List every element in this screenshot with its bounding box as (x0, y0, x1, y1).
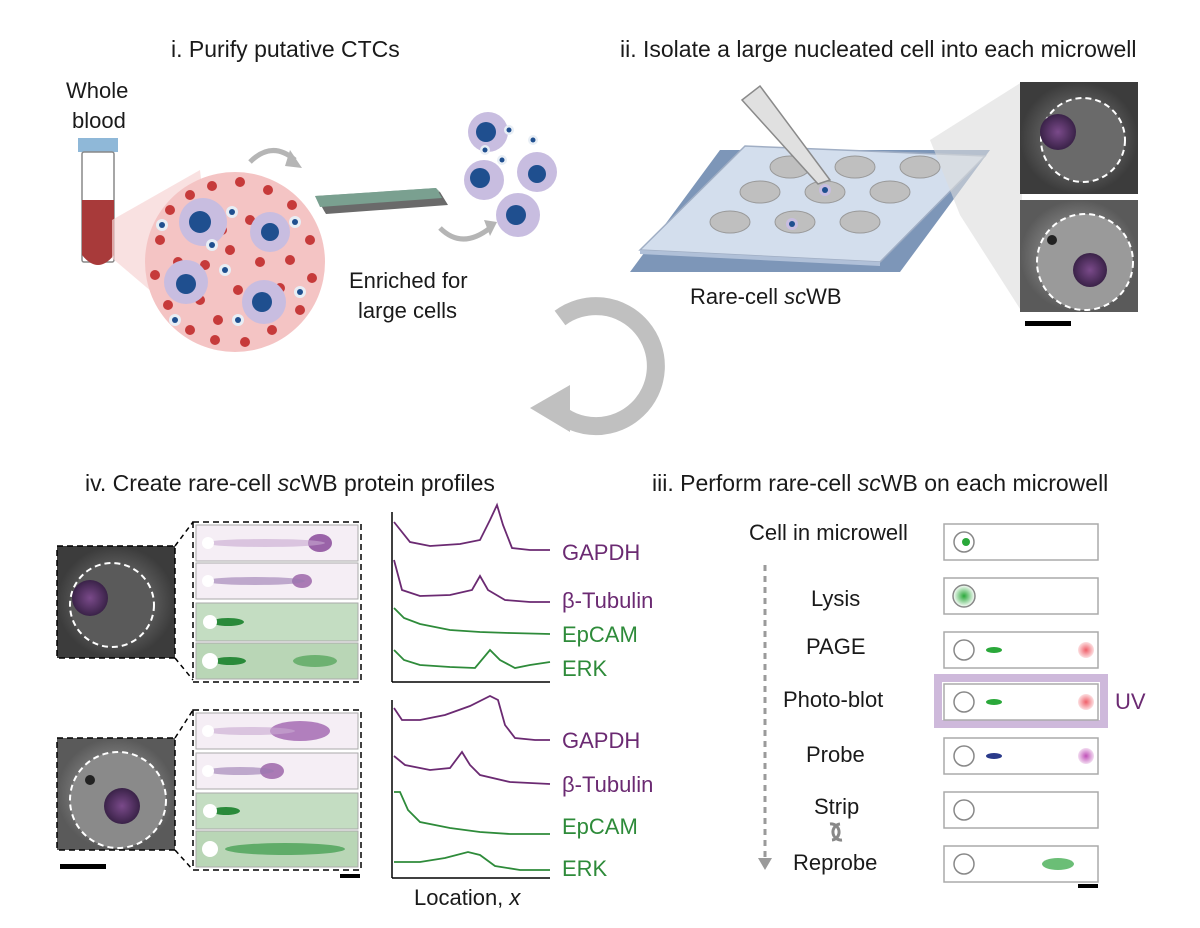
uv-label: UV (1115, 689, 1146, 714)
reprobe-loop-icon (829, 822, 841, 842)
protein-label-bottom-3: EpCAM (562, 814, 638, 839)
scale-bar (1025, 321, 1071, 326)
protein-label-top-4: ERK (562, 656, 608, 681)
blood-sample-circle (145, 172, 325, 352)
protein-label-bottom-1: GAPDH (562, 728, 641, 753)
enriched-cells-cluster (464, 112, 557, 237)
whole-blood-label-1: Whole (66, 78, 129, 103)
protein-label-bottom-4: ERK (562, 856, 608, 881)
panel-iv (56, 502, 551, 879)
panel-iii-title: iii. Perform rare-cell scWB on each micr… (652, 470, 1109, 496)
enriched-label-2: large cells (358, 298, 458, 323)
microwell-array (709, 155, 941, 234)
protein-label-top-1: GAPDH (562, 540, 641, 565)
panel-ii-title: ii. Isolate a large nucleated cell into … (620, 36, 1137, 62)
curved-arrow-icon-2 (438, 225, 492, 242)
step-cell-in-microwell: Cell in microwell (749, 520, 908, 545)
whole-blood-label-2: blood (72, 108, 126, 133)
step-strip: Strip (814, 794, 860, 819)
protein-label-bottom-2: β-Tubulin (562, 772, 654, 797)
panel-i-title: i. Purify putative CTCs (171, 36, 400, 62)
step-lysis: Lysis (811, 586, 861, 611)
cycle-arrow-icon (530, 297, 665, 436)
step-page: PAGE (806, 634, 866, 659)
step-probe: Probe (806, 742, 865, 767)
pipette-icon (740, 84, 832, 185)
protein-label-top-3: EpCAM (562, 622, 638, 647)
panel-i (78, 112, 557, 352)
step-reprobe: Reprobe (793, 850, 878, 875)
enriched-label-1: Enriched for (349, 268, 468, 293)
protein-label-top-2: β-Tubulin (562, 588, 654, 613)
panel-iv-title: iv. Create rare-cell scWB protein profil… (85, 470, 495, 496)
step-photo-blot: Photo-blot (783, 687, 884, 712)
x-axis-label: Location, x (414, 885, 521, 910)
filter-chip-icon (315, 188, 448, 214)
profile-plot-bottom (391, 694, 551, 879)
panel-ii (630, 82, 1138, 326)
blood-tube-icon (78, 138, 118, 265)
panel-iii (758, 523, 1108, 888)
device-label: Rare-cell scWB (690, 284, 842, 309)
profile-plot-top (391, 502, 551, 683)
